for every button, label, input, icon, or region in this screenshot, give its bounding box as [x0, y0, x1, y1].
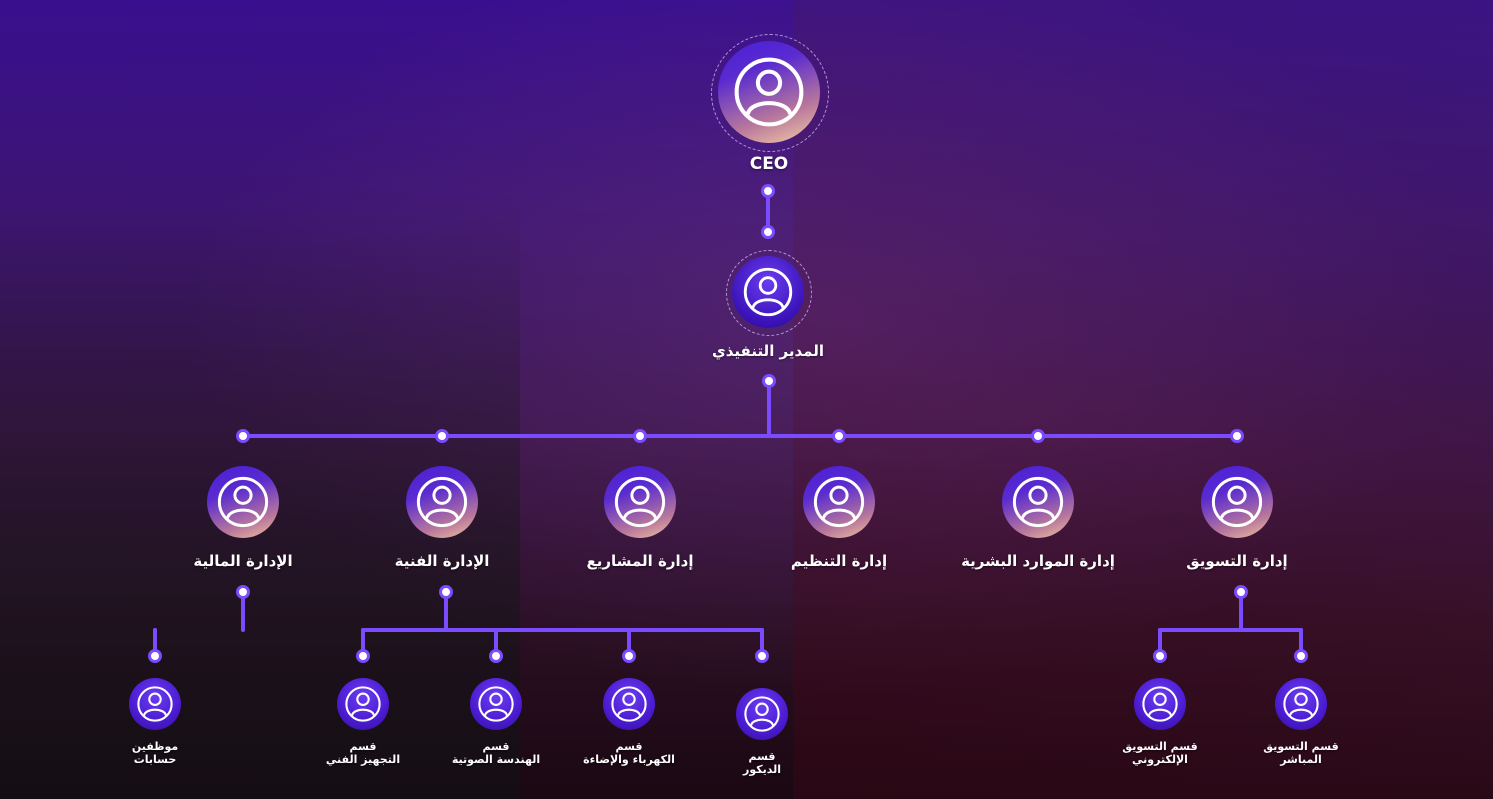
connector-dot	[633, 429, 647, 443]
sub-unit-label-marketing-1: قسم التسويق المباشر	[1263, 740, 1339, 766]
sub-unit-node-finance-0[interactable]	[129, 678, 181, 730]
ceo-ring	[711, 34, 829, 152]
connector-dot	[1153, 649, 1167, 663]
connector-dot	[236, 429, 250, 443]
connector-dot	[622, 649, 636, 663]
connector-dot	[148, 649, 162, 663]
connector-dot	[489, 649, 503, 663]
department-label-projects: إدارة المشاريع	[586, 552, 694, 570]
sub-unit-node-technical-0[interactable]	[337, 678, 389, 730]
connector-dot	[356, 649, 370, 663]
connector-dot	[236, 585, 250, 599]
connector-dot	[762, 374, 776, 388]
user-icon	[216, 475, 270, 529]
user-icon	[1011, 475, 1065, 529]
user-icon	[136, 685, 174, 723]
user-icon	[477, 685, 515, 723]
department-node-marketing[interactable]	[1201, 466, 1273, 538]
sub-unit-label-finance-0: موظفين حسابات	[131, 740, 179, 766]
ceo-label: CEO	[749, 154, 789, 174]
user-icon	[344, 685, 382, 723]
connector-dot	[439, 585, 453, 599]
department-node-projects[interactable]	[604, 466, 676, 538]
connector-dot	[761, 184, 775, 198]
connector-dot	[761, 225, 775, 239]
sub-unit-node-marketing-1[interactable]	[1275, 678, 1327, 730]
executive-node[interactable]	[732, 256, 804, 328]
department-node-technical[interactable]	[406, 466, 478, 538]
user-icon	[743, 695, 781, 733]
connector-dot	[1230, 429, 1244, 443]
user-icon	[415, 475, 469, 529]
sub-unit-label-technical-1: قسم الهندسة الصوتية	[451, 740, 541, 766]
connector-dot	[755, 649, 769, 663]
department-label-organization: إدارة التنظيم	[790, 552, 888, 570]
user-icon	[732, 55, 806, 129]
connector-dot	[832, 429, 846, 443]
sub-unit-node-marketing-0[interactable]	[1134, 678, 1186, 730]
connector-dot	[435, 429, 449, 443]
ceo-node[interactable]	[718, 41, 820, 143]
connector-dot	[1031, 429, 1045, 443]
user-icon	[742, 266, 794, 318]
sub-unit-label-marketing-0: قسم التسويق الإلكتروني	[1122, 740, 1198, 766]
sub-unit-label-technical-2: قسم الكهرباء والإضاءة	[583, 740, 675, 766]
sub-unit-node-technical-2[interactable]	[603, 678, 655, 730]
sub-unit-label-technical-0: قسم التجهيز الفني	[325, 740, 401, 766]
department-node-finance[interactable]	[207, 466, 279, 538]
user-icon	[1210, 475, 1264, 529]
department-node-organization[interactable]	[803, 466, 875, 538]
user-icon	[610, 685, 648, 723]
user-icon	[812, 475, 866, 529]
sub-unit-node-technical-3[interactable]	[736, 688, 788, 740]
department-label-technical: الإدارة الفنية	[394, 552, 490, 570]
connector-dot	[1234, 585, 1248, 599]
sub-unit-node-technical-1[interactable]	[470, 678, 522, 730]
executive-ring	[726, 250, 812, 336]
department-node-hr[interactable]	[1002, 466, 1074, 538]
department-label-hr: إدارة الموارد البشرية	[961, 552, 1115, 570]
sub-unit-label-technical-3: قسم الديكور	[742, 750, 781, 776]
department-label-finance: الإدارة المالية	[193, 552, 293, 570]
user-icon	[613, 475, 667, 529]
department-label-marketing: إدارة التسويق	[1186, 552, 1288, 570]
background-shade-right	[793, 0, 1493, 799]
executive-label: المدير التنفيذي	[711, 342, 825, 360]
user-icon	[1141, 685, 1179, 723]
connector-dot	[1294, 649, 1308, 663]
user-icon	[1282, 685, 1320, 723]
